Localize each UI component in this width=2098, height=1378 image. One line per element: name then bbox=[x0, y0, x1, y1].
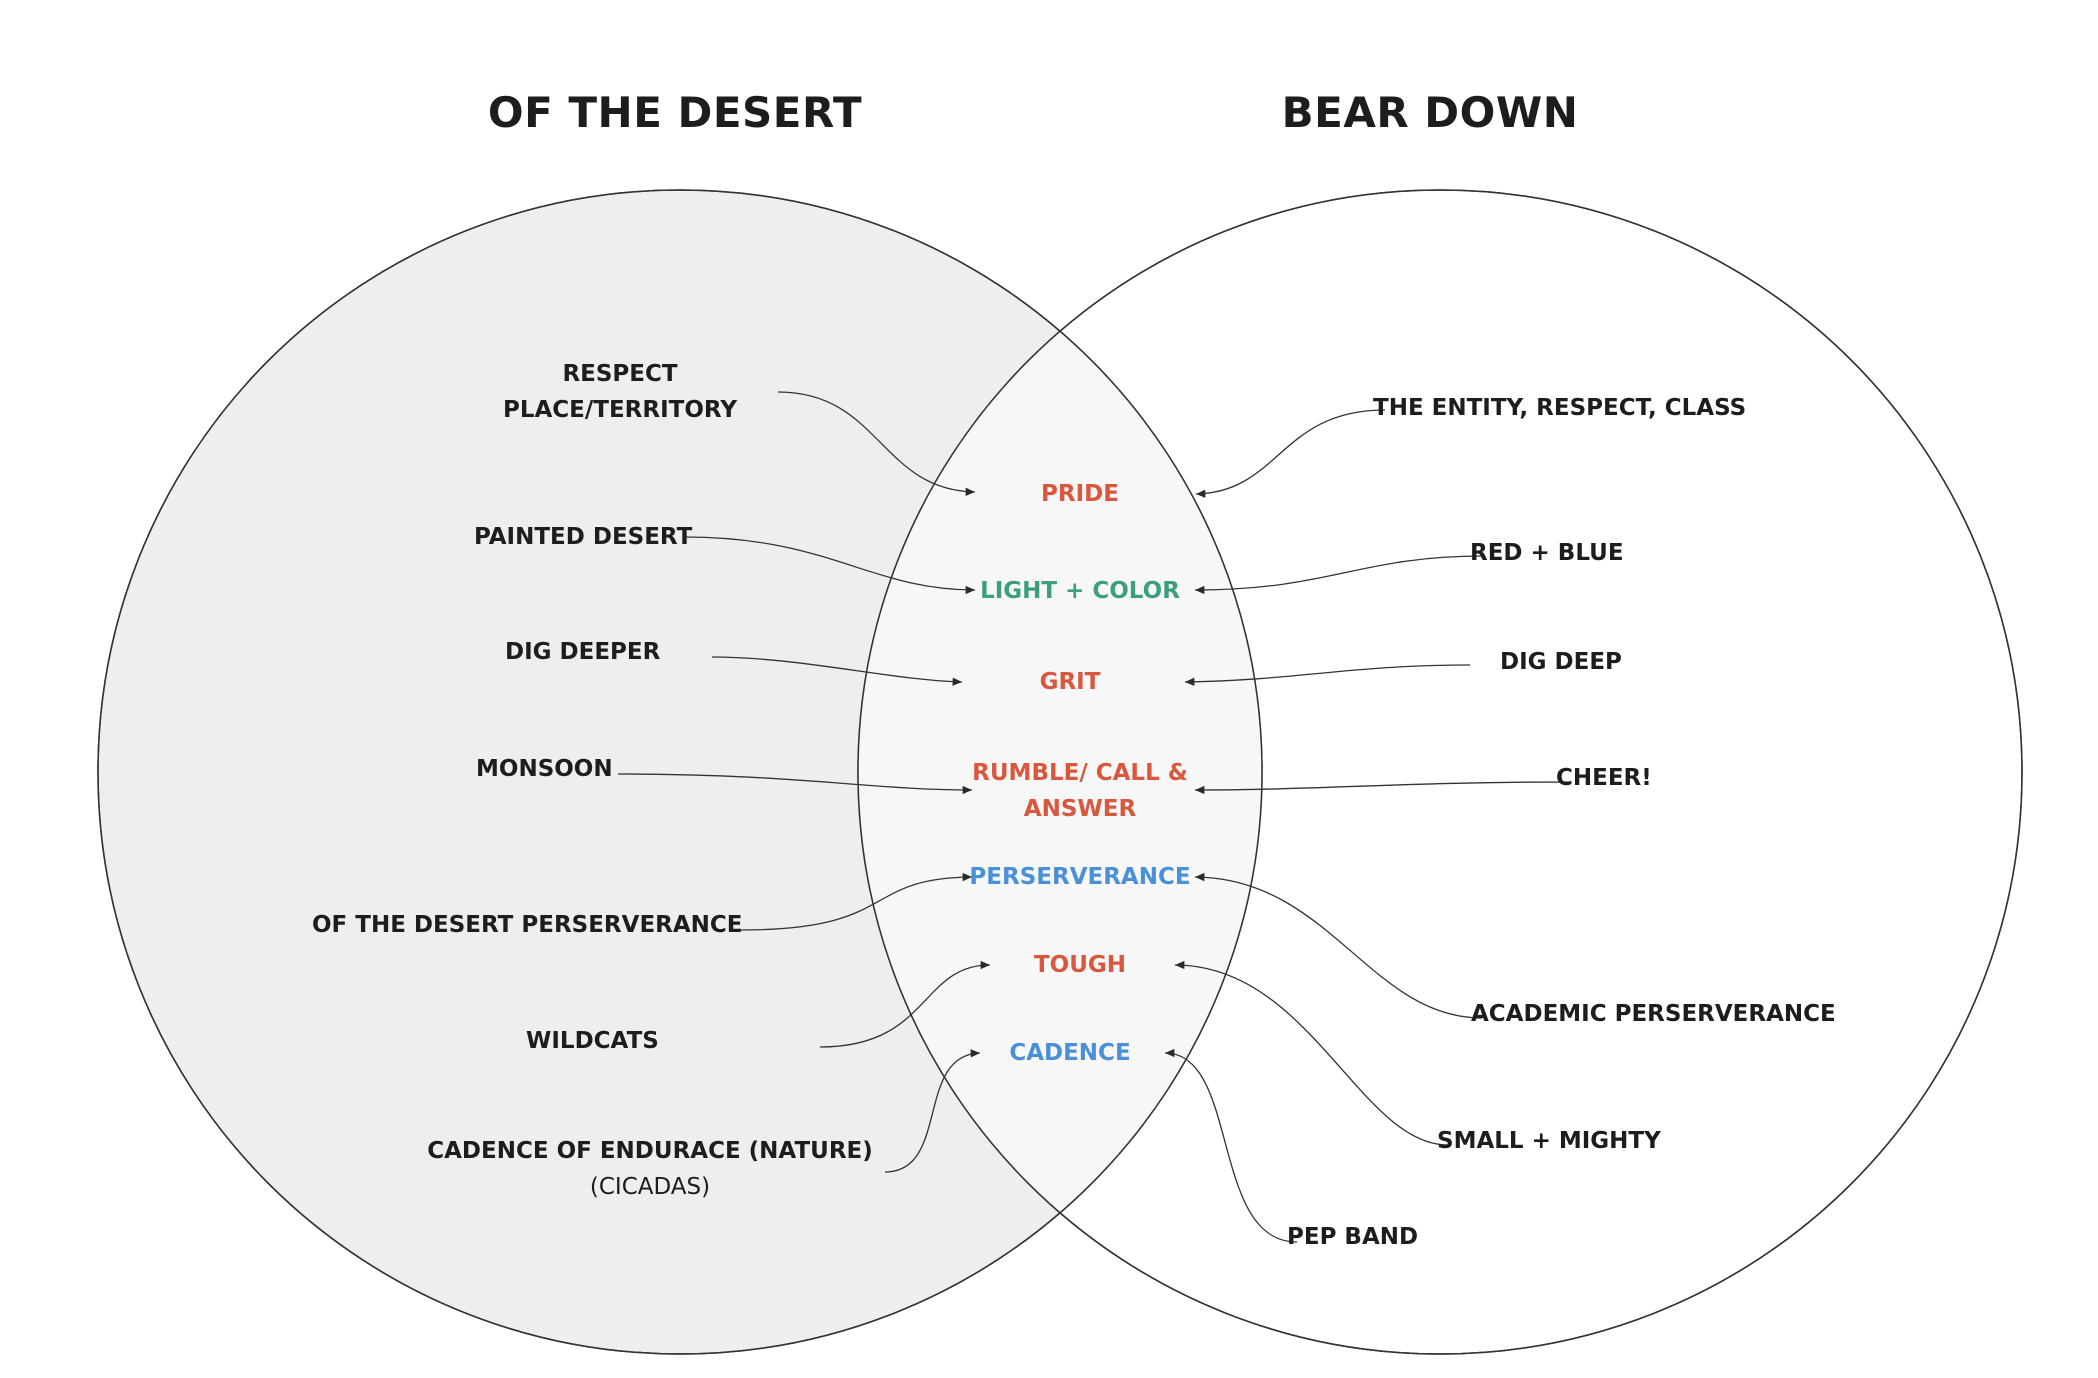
connector-right-red-blue bbox=[1194, 555, 1484, 595]
connector-right-entity bbox=[1195, 409, 1386, 498]
connector-left-respect bbox=[777, 391, 976, 496]
right-item-dig-deep: DIG DEEP bbox=[1500, 649, 1622, 675]
left-item-respect-line2: PLACE/TERRITORY bbox=[502, 397, 738, 423]
left-item-respect: RESPECT PLACE/TERRITORY bbox=[470, 356, 770, 428]
left-item-dig-deeper: DIG DEEPER bbox=[505, 639, 661, 665]
left-title: OF THE DESERT bbox=[487, 88, 863, 137]
connector-left-desert-perserverance bbox=[739, 872, 973, 931]
connector-left-wildcats bbox=[819, 960, 991, 1048]
right-item-cheer: CHEER! bbox=[1556, 765, 1652, 791]
right-circle-outline bbox=[857, 189, 2023, 1355]
left-item-cadence-line2: (CICADAS) bbox=[589, 1174, 711, 1200]
overlap-region bbox=[858, 190, 1262, 1354]
shared-item-cadence: CADENCE bbox=[1009, 1040, 1131, 1066]
left-item-respect-line1: RESPECT bbox=[562, 361, 678, 387]
right-item-small-mighty: SMALL + MIGHTY bbox=[1437, 1128, 1661, 1154]
connector-right-dig-deep bbox=[1184, 664, 1471, 686]
right-item-pep-band: PEP BAND bbox=[1287, 1224, 1419, 1250]
right-title: BEAR DOWN bbox=[1281, 88, 1579, 137]
connector-right-cheer bbox=[1194, 781, 1571, 795]
left-item-monsoon: MONSOON bbox=[476, 756, 613, 782]
connector-left-cadence bbox=[884, 1049, 981, 1173]
shared-item-rumble-line2: ANSWER bbox=[1023, 796, 1137, 822]
left-item-wildcats: WILDCATS bbox=[526, 1028, 659, 1054]
shared-item-perserverance: PERSERVERANCE bbox=[969, 864, 1191, 890]
left-item-cadence: CADENCE OF ENDURACE (NATURE) (CICADAS) bbox=[425, 1133, 875, 1205]
right-item-red-blue: RED + BLUE bbox=[1470, 540, 1624, 566]
shared-item-light-color: LIGHT + COLOR bbox=[980, 578, 1180, 604]
shared-item-tough: TOUGH bbox=[1033, 952, 1127, 978]
connector-left-painted-desert bbox=[684, 536, 976, 595]
connector-left-monsoon bbox=[617, 773, 973, 795]
left-item-painted-desert: PAINTED DESERT bbox=[474, 524, 693, 550]
connector-left-dig-deeper bbox=[711, 656, 963, 686]
shared-item-grit: GRIT bbox=[1039, 669, 1101, 695]
right-item-entity: THE ENTITY, RESPECT, CLASS bbox=[1373, 395, 1747, 421]
right-item-academic: ACADEMIC PERSERVERANCE bbox=[1471, 1001, 1836, 1027]
left-connectors bbox=[617, 391, 991, 1173]
left-item-cadence-line1: CADENCE OF ENDURACE (NATURE) bbox=[427, 1138, 873, 1164]
connector-right-academic bbox=[1194, 872, 1483, 1019]
shared-item-pride: PRIDE bbox=[1041, 481, 1119, 507]
connector-right-small-mighty bbox=[1174, 960, 1449, 1146]
right-connectors bbox=[1164, 409, 1571, 1243]
left-circle-outline bbox=[97, 189, 1263, 1355]
shared-item-rumble-line1: RUMBLE/ CALL & bbox=[972, 760, 1188, 786]
left-item-desert-perserverance: OF THE DESERT PERSERVERANCE bbox=[312, 912, 743, 938]
connector-right-pep-band bbox=[1164, 1048, 1298, 1243]
shared-item-rumble: RUMBLE/ CALL & ANSWER bbox=[940, 755, 1220, 827]
